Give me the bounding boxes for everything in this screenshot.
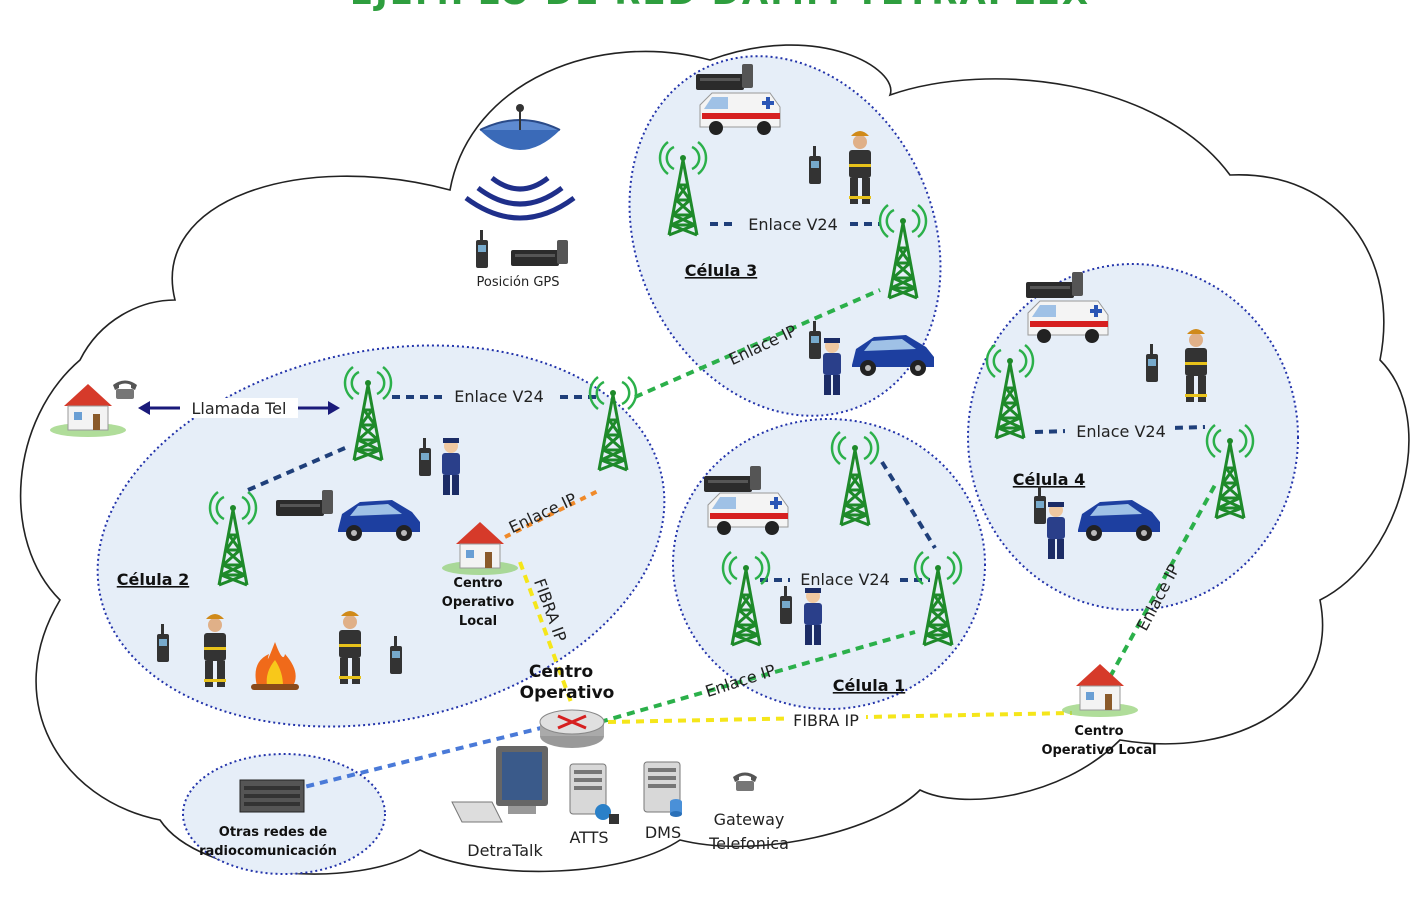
cell3-name: Célula 3 [685, 261, 757, 280]
gps-label: Posición GPS [477, 275, 560, 290]
app-gateway-line2: Telefonica [708, 834, 789, 853]
atts-globe-icon [595, 804, 619, 824]
app-gateway-line1: Gateway [714, 810, 785, 829]
fiber-link-right [607, 711, 1073, 724]
link-other-nets [299, 725, 546, 790]
ip-link-local-c2 [504, 488, 601, 539]
cell2-local-line3: Local [459, 614, 497, 629]
other-nets-area [182, 753, 386, 875]
fiber-link-left [518, 561, 574, 706]
gateway-phone-icon [733, 772, 757, 791]
cell-2-area [96, 344, 666, 728]
app-atts-label: ATTS [569, 828, 608, 847]
center-line1: Centro [529, 662, 593, 682]
other-nets-line1: Otras redes de [219, 825, 328, 840]
cell1-name: Célula 1 [833, 676, 905, 695]
right-local-line1: Centro [1074, 724, 1123, 739]
cell4-name: Célula 4 [1013, 470, 1085, 489]
router-icon [539, 709, 605, 748]
diagram-title: EJEMPLO DE RED DAMM TETRAFLEX [350, 0, 1090, 13]
v24-link-c2b [247, 446, 346, 492]
links [138, 222, 1217, 790]
cell4-v24-label: Enlace V24 [1076, 422, 1166, 441]
phone-call-label: Llamada Tel [192, 399, 287, 418]
home-phone-icon [113, 380, 137, 399]
cell2-local-line1: Centro [453, 576, 502, 591]
dms-database-icon [670, 799, 682, 817]
fire-icon [251, 642, 299, 690]
cell2-v24-label: Enlace V24 [454, 387, 544, 406]
app-detratalk-label: DetraTalk [467, 841, 543, 860]
other-nets-line2: radiocomunicación [199, 844, 337, 859]
center-line2: Operativo [520, 683, 615, 703]
rack-radio-icon [239, 779, 305, 813]
center-fibra-label: FIBRA IP [793, 711, 859, 730]
cell-1-area [672, 418, 986, 710]
app-dms-label: DMS [645, 823, 681, 842]
detratalk-workstation-icon [451, 746, 548, 823]
gps-dish-icon [464, 104, 576, 221]
v24-link-c1b [880, 460, 937, 550]
cell2-name: Célula 2 [117, 570, 189, 589]
right-local-line2: Operativo Local [1041, 743, 1156, 758]
cell2-local-line2: Operativo [442, 595, 515, 610]
ip-link-c2-c3 [634, 288, 881, 399]
cell3-v24-label: Enlace V24 [748, 215, 838, 234]
ip-link-c4 [1108, 484, 1217, 678]
cell1-v24-label: Enlace V24 [800, 570, 890, 589]
ip-link-center-c1 [599, 630, 916, 724]
